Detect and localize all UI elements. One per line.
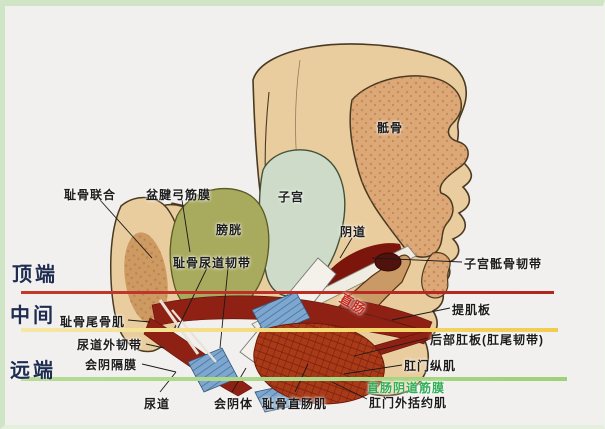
apical-level-line bbox=[21, 291, 554, 294]
label-urethra: 尿道 bbox=[144, 397, 171, 411]
label-uterosacral-ligament: 子宫骶骨韧带 bbox=[464, 257, 543, 271]
label-arcus-tendineus: 盆腱弓筋膜 bbox=[146, 188, 212, 202]
distal-level-line bbox=[21, 377, 567, 381]
label-perineal-body: 会阴体 bbox=[214, 397, 254, 411]
label-pubococcygeus: 耻骨尾骨肌 bbox=[60, 315, 126, 329]
mid-level-line bbox=[21, 328, 558, 332]
label-puborectalis: 耻骨直肠肌 bbox=[262, 397, 328, 411]
zone-label-distal: 远端 bbox=[10, 360, 56, 382]
label-longitudinal-anal-muscle: 肛门纵肌 bbox=[404, 359, 457, 373]
label-external-anal-sphincter: 肛门外括约肌 bbox=[369, 396, 448, 410]
label-uterus: 子宫 bbox=[278, 190, 305, 204]
ligament-strut bbox=[158, 299, 200, 355]
zone-label-mid: 中间 bbox=[10, 305, 56, 327]
label-sacrum: 骶骨 bbox=[377, 121, 404, 135]
label-rectovaginal-fascia: 直肠阴道筋膜 bbox=[367, 381, 446, 395]
label-bladder: 膀胱 bbox=[216, 223, 243, 237]
vagina-section-shape bbox=[251, 291, 311, 337]
zone-label-apical: 顶端 bbox=[12, 264, 58, 286]
label-levator-plate: 提肌板 bbox=[452, 303, 492, 317]
label-vagina: 阴道 bbox=[340, 225, 367, 239]
label-posterior-anal-plate: 后部肛板(肛尾韧带) bbox=[430, 333, 544, 347]
label-pubourethral-ligament: 耻骨尿道韧带 bbox=[173, 256, 252, 270]
ligament-strut bbox=[171, 309, 217, 363]
label-pubic-symphysis: 耻骨联合 bbox=[64, 188, 117, 202]
leader-lines bbox=[99, 199, 463, 400]
label-external-urethral-ligament: 尿道外韧带 bbox=[77, 338, 143, 352]
label-perineal-membrane: 会阴隔膜 bbox=[85, 358, 138, 372]
